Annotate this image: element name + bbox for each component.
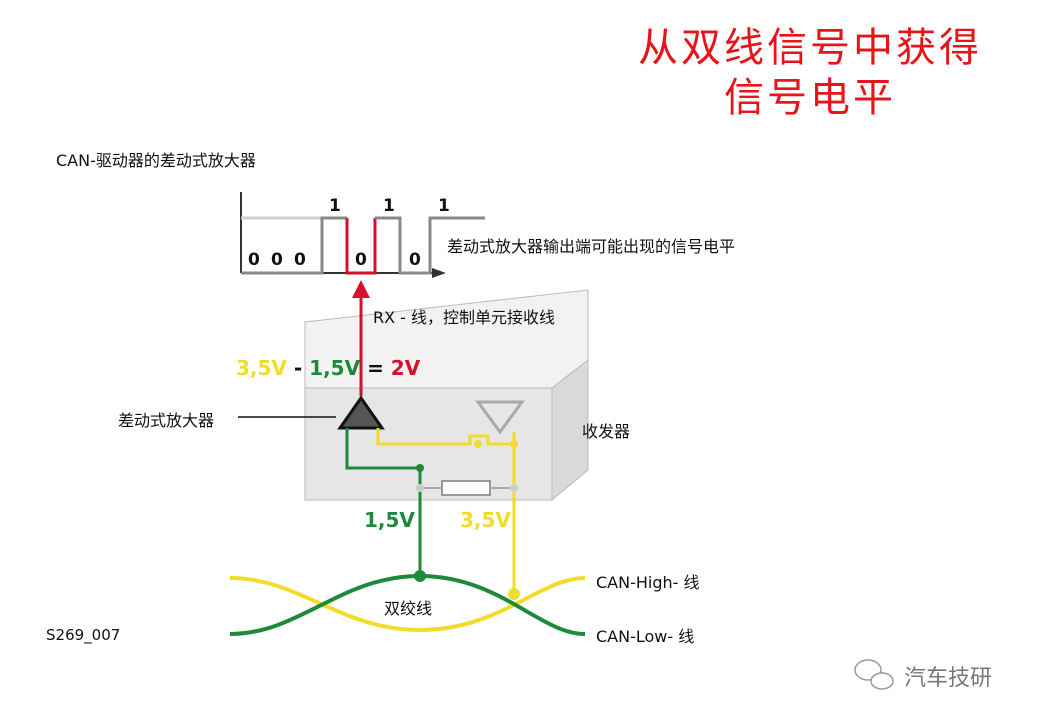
bit-label: 0	[355, 250, 367, 270]
bit-label: 1	[383, 196, 395, 216]
figure-id: S269_007	[46, 626, 121, 644]
can-low-tap	[414, 570, 426, 582]
rx-arrow	[352, 280, 370, 396]
twisted-pair-label: 双绞线	[384, 599, 433, 618]
can-low-label: CAN-Low- 线	[596, 627, 695, 646]
junction-dot	[474, 440, 482, 448]
high-line-voltage: 3,5V	[460, 508, 511, 532]
can-driver-label: CAN-驱动器的差动式放大器	[56, 151, 256, 170]
formula-minus: -	[293, 356, 303, 380]
possible-levels-label: 差动式放大器输出端可能出现的信号电平	[447, 237, 736, 256]
diff-amp-triangle	[337, 395, 385, 430]
green-internal-wire	[345, 428, 420, 470]
diff-amp-label: 差动式放大器	[118, 411, 215, 430]
bit-label: 0	[409, 250, 421, 270]
bit-label: 0	[294, 250, 306, 270]
transceiver-label: 收发器	[582, 422, 631, 441]
can-high-line	[229, 576, 586, 633]
watermark-text: 汽车技研	[904, 666, 993, 691]
voltage-formula: 3,5V - 1,5V = 2V	[236, 356, 420, 380]
title-line-2: 信号电平	[724, 75, 896, 121]
bit-label: 1	[329, 196, 341, 216]
termination-resistor	[416, 480, 518, 496]
junction-dot	[510, 440, 518, 448]
bit-label: 1	[438, 196, 450, 216]
formula-equals: =	[367, 356, 384, 380]
can-high-tap	[508, 588, 520, 600]
wechat-icon	[854, 659, 894, 690]
signal-waveform	[240, 192, 485, 278]
formula-v-low: 1,5V	[309, 356, 361, 380]
bit-label: 0	[271, 250, 283, 270]
can-high-label: CAN-High- 线	[596, 573, 700, 592]
low-line-voltage: 1,5V	[364, 508, 415, 532]
formula-result: 2V	[390, 356, 421, 380]
formula-v-high: 3,5V	[236, 356, 287, 380]
title-line-1: 从双线信号中获得	[638, 25, 982, 71]
rx-line-label: RX - 线，控制单元接收线	[373, 308, 556, 327]
bit-label: 0	[248, 250, 260, 270]
yellow-internal-wire	[376, 428, 514, 446]
junction-dot	[416, 464, 424, 472]
